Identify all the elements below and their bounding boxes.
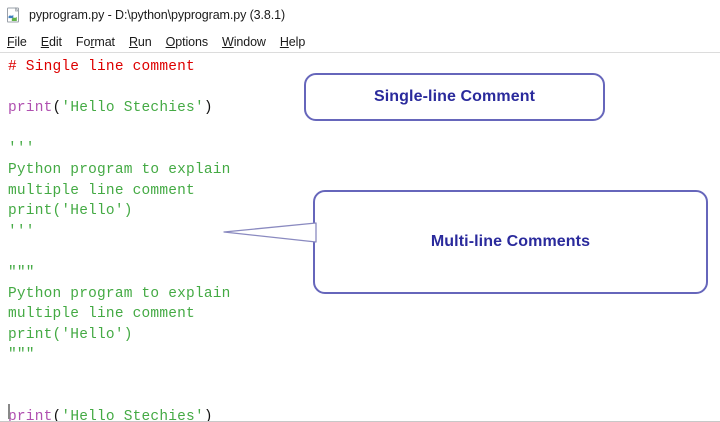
code-line: ''' — [8, 222, 231, 243]
code-token-builtin: print — [8, 100, 53, 117]
menu-accelerator: W — [221, 34, 234, 49]
code-line: """ — [8, 345, 231, 366]
title-bar: pyprogram.py - D:\python\pyprogram.py (3… — [0, 0, 720, 30]
code-token-string: ''' — [8, 141, 35, 158]
text-caret — [8, 404, 10, 419]
callout-multi-line-comments: Multi-line Comments — [313, 190, 708, 294]
code-token-plain: ) — [203, 409, 213, 422]
code-token-plain: ( — [52, 409, 62, 422]
callout-single-line-label: Single-line Comment — [373, 88, 536, 105]
menu-accelerator: O — [165, 34, 176, 49]
callout-pointer-tail-icon — [223, 222, 317, 243]
menu-item-options[interactable]: Options — [165, 34, 208, 49]
code-token-string: Python program to explain — [8, 285, 231, 302]
menu-accelerator: H — [279, 34, 289, 49]
menu-separator — [0, 52, 720, 53]
code-line: """ — [8, 263, 231, 284]
code-line — [8, 242, 231, 263]
menu-item-window[interactable]: Window — [221, 34, 266, 49]
code-token-string: print('Hello') — [8, 326, 133, 343]
code-token-plain: ) — [203, 100, 213, 117]
code-line: print('Hello') — [8, 325, 231, 346]
menu-accelerator: r — [90, 34, 95, 49]
code-line: multiple line comment — [8, 181, 231, 202]
menu-item-format[interactable]: Format — [75, 34, 115, 49]
callout-single-line-comment: Single-line Comment — [304, 73, 605, 121]
code-token-plain: ( — [52, 100, 62, 117]
window-title: pyprogram.py - D:\python\pyprogram.py (3… — [29, 8, 286, 22]
code-token-comment: # Single line comment — [8, 59, 195, 75]
menu-item-help[interactable]: Help — [279, 34, 306, 49]
code-line: ''' — [8, 139, 231, 160]
code-line: Python program to explain — [8, 284, 231, 305]
code-line: Python program to explain — [8, 160, 231, 181]
code-token-string: ''' — [8, 223, 35, 240]
code-token-string: """ — [8, 347, 35, 364]
menu-accelerator: F — [7, 34, 15, 49]
callout-multi-line-label: Multi-line Comments — [430, 233, 591, 250]
python-file-icon — [5, 6, 22, 24]
code-token-string: 'Hello Stechies' — [61, 409, 204, 422]
code-line: print('Hello Stechies') — [8, 407, 231, 422]
code-token-string: multiple line comment — [8, 306, 195, 323]
menu-accelerator: R — [128, 34, 138, 49]
menu-accelerator: E — [40, 34, 50, 49]
code-token-string: 'Hello Stechies' — [61, 100, 204, 117]
menu-item-run[interactable]: Run — [128, 34, 152, 49]
code-line: print('Hello Stechies') — [8, 98, 231, 119]
menu-item-file[interactable]: File — [7, 34, 27, 49]
code-token-builtin: print — [8, 409, 53, 422]
code-line: # Single line comment — [8, 57, 231, 78]
code-token-string: """ — [8, 264, 35, 281]
code-line — [8, 119, 231, 140]
code-line — [8, 78, 231, 99]
code-text: # Single line comment print('Hello Stech… — [8, 57, 231, 422]
menu-bar: File Edit Format Run Options Window Help — [0, 31, 720, 52]
code-line: print('Hello') — [8, 201, 231, 222]
code-line — [8, 387, 231, 408]
code-token-string: Python program to explain — [8, 161, 231, 178]
code-line — [8, 366, 231, 387]
menu-item-edit[interactable]: Edit — [40, 34, 62, 49]
code-token-string: multiple line comment — [8, 182, 195, 199]
code-token-string: print('Hello') — [8, 203, 133, 220]
code-line: multiple line comment — [8, 304, 231, 325]
